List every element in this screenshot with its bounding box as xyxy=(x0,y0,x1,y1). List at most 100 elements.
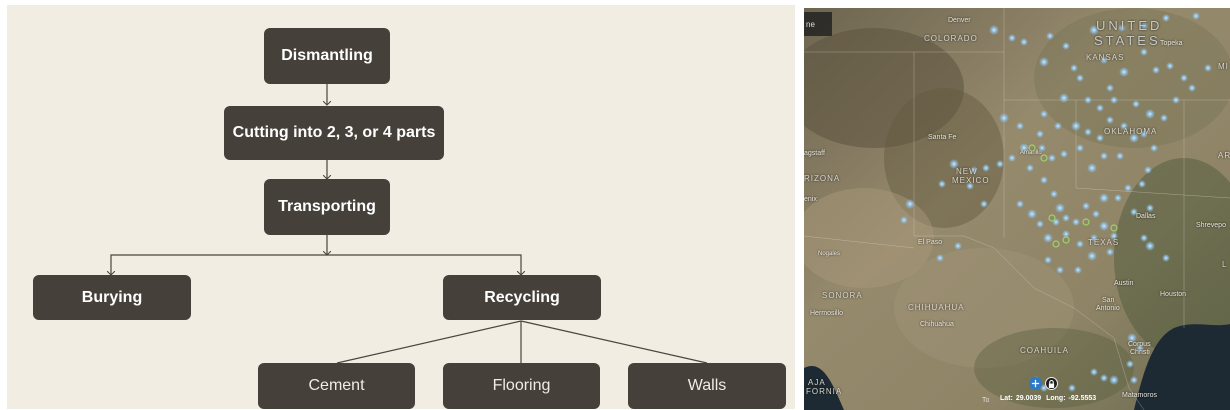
well-marker[interactable] xyxy=(1132,100,1140,108)
well-marker[interactable] xyxy=(1109,375,1119,385)
well-marker[interactable] xyxy=(1140,48,1148,56)
well-marker[interactable] xyxy=(1100,152,1108,160)
well-marker[interactable] xyxy=(1050,190,1058,198)
well-marker[interactable] xyxy=(1150,144,1158,152)
well-marker[interactable] xyxy=(1127,333,1137,343)
well-marker[interactable] xyxy=(1180,74,1188,82)
well-marker[interactable] xyxy=(949,159,959,169)
well-marker[interactable] xyxy=(1026,164,1034,172)
well-marker[interactable] xyxy=(1172,96,1180,104)
site-marker[interactable] xyxy=(1040,154,1048,162)
well-marker[interactable] xyxy=(966,182,974,190)
well-marker[interactable] xyxy=(938,180,946,188)
well-marker[interactable] xyxy=(996,160,1004,168)
well-marker[interactable] xyxy=(1096,104,1104,112)
well-marker[interactable] xyxy=(1124,184,1132,192)
well-marker[interactable] xyxy=(1144,166,1152,174)
well-marker[interactable] xyxy=(1129,133,1139,143)
well-marker[interactable] xyxy=(1040,110,1048,118)
well-marker[interactable] xyxy=(1160,114,1168,122)
well-marker[interactable] xyxy=(1188,84,1196,92)
well-marker[interactable] xyxy=(1114,194,1122,202)
site-marker[interactable] xyxy=(1052,240,1060,248)
well-marker[interactable] xyxy=(1046,32,1054,40)
site-marker[interactable] xyxy=(1028,144,1036,152)
map-menu-button[interactable]: ne xyxy=(804,12,832,36)
well-marker[interactable] xyxy=(1059,93,1069,103)
well-marker[interactable] xyxy=(1036,130,1044,138)
satellite-map[interactable]: ne UNITED STATES COLORADO KANSAS OKLAHOM… xyxy=(804,8,1230,410)
well-marker[interactable] xyxy=(989,25,999,35)
well-marker[interactable] xyxy=(1138,180,1146,188)
well-marker[interactable] xyxy=(1126,360,1134,368)
well-marker[interactable] xyxy=(1084,96,1092,104)
well-marker[interactable] xyxy=(1044,256,1052,264)
well-marker[interactable] xyxy=(1140,22,1148,30)
well-marker[interactable] xyxy=(1120,122,1128,130)
well-marker[interactable] xyxy=(1146,204,1154,212)
well-marker[interactable] xyxy=(1072,218,1080,226)
well-marker[interactable] xyxy=(1140,130,1148,138)
well-marker[interactable] xyxy=(1090,368,1098,376)
well-marker[interactable] xyxy=(1118,24,1126,32)
well-marker[interactable] xyxy=(1055,203,1065,213)
well-marker[interactable] xyxy=(1060,150,1068,158)
well-marker[interactable] xyxy=(1106,84,1114,92)
well-marker[interactable] xyxy=(1016,200,1024,208)
well-marker[interactable] xyxy=(1130,376,1138,384)
well-marker[interactable] xyxy=(1152,66,1160,74)
well-marker[interactable] xyxy=(1076,144,1084,152)
well-marker[interactable] xyxy=(1100,56,1108,64)
well-marker[interactable] xyxy=(1071,121,1081,131)
well-marker[interactable] xyxy=(1036,220,1044,228)
well-marker[interactable] xyxy=(1008,154,1016,162)
well-marker[interactable] xyxy=(1048,154,1056,162)
well-marker[interactable] xyxy=(1056,266,1064,274)
well-marker[interactable] xyxy=(1099,221,1109,231)
well-marker[interactable] xyxy=(936,254,944,262)
well-marker[interactable] xyxy=(1068,384,1076,392)
well-marker[interactable] xyxy=(1204,64,1212,72)
site-marker[interactable] xyxy=(1110,224,1118,232)
well-marker[interactable] xyxy=(1089,25,1099,35)
well-marker[interactable] xyxy=(1019,143,1029,153)
well-marker[interactable] xyxy=(1110,96,1118,104)
site-marker[interactable] xyxy=(1082,218,1090,226)
well-marker[interactable] xyxy=(1119,67,1129,77)
well-marker[interactable] xyxy=(1096,134,1104,142)
well-marker[interactable] xyxy=(1062,42,1070,50)
well-marker[interactable] xyxy=(1008,34,1016,42)
well-marker[interactable] xyxy=(1027,209,1037,219)
well-marker[interactable] xyxy=(980,200,988,208)
well-marker[interactable] xyxy=(1140,234,1148,242)
well-marker[interactable] xyxy=(1076,240,1084,248)
well-marker[interactable] xyxy=(1145,241,1155,251)
site-marker[interactable] xyxy=(1062,236,1070,244)
well-marker[interactable] xyxy=(1110,232,1118,240)
well-marker[interactable] xyxy=(1116,152,1124,160)
well-marker[interactable] xyxy=(1054,122,1062,130)
well-marker[interactable] xyxy=(1100,374,1108,382)
well-marker[interactable] xyxy=(1040,176,1048,184)
well-marker[interactable] xyxy=(1162,254,1170,262)
well-marker[interactable] xyxy=(970,166,978,174)
well-marker[interactable] xyxy=(999,113,1009,123)
well-marker[interactable] xyxy=(900,216,908,224)
well-marker[interactable] xyxy=(1087,163,1097,173)
site-marker[interactable] xyxy=(1048,214,1056,222)
well-marker[interactable] xyxy=(905,199,915,209)
well-marker[interactable] xyxy=(1070,64,1078,72)
well-marker[interactable] xyxy=(1145,109,1155,119)
well-marker[interactable] xyxy=(1087,251,1097,261)
well-marker[interactable] xyxy=(954,242,962,250)
well-marker[interactable] xyxy=(1038,144,1046,152)
well-marker[interactable] xyxy=(1052,218,1060,226)
well-marker[interactable] xyxy=(1076,74,1084,82)
well-marker[interactable] xyxy=(1090,234,1098,242)
well-marker[interactable] xyxy=(1162,14,1170,22)
well-marker[interactable] xyxy=(1130,208,1138,216)
well-marker[interactable] xyxy=(1092,210,1100,218)
well-marker[interactable] xyxy=(1192,12,1200,20)
location-icon[interactable] xyxy=(1029,377,1042,390)
well-marker[interactable] xyxy=(1043,233,1053,243)
